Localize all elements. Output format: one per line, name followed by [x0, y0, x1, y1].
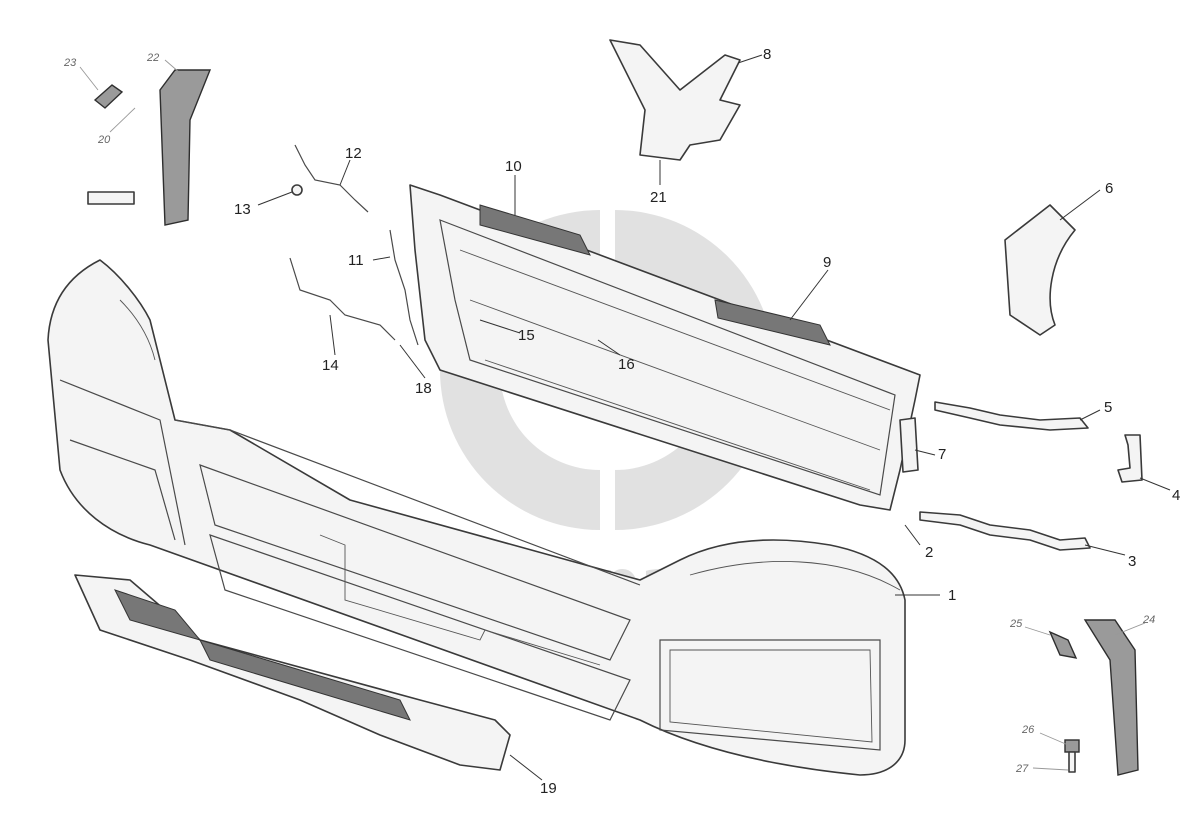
- callout-13: 13: [234, 201, 251, 218]
- callout-19: 19: [540, 780, 557, 797]
- callout-11: 11: [348, 252, 364, 269]
- callout-7: 7: [938, 446, 946, 463]
- callout-24: 24: [1142, 614, 1155, 626]
- callout-23: 23: [63, 57, 77, 69]
- callout-6: 6: [1105, 180, 1113, 197]
- callout-12: 12: [345, 145, 362, 162]
- callout-22: 22: [146, 52, 159, 64]
- callout-15: 15: [518, 327, 535, 344]
- callout-9: 9: [823, 254, 831, 271]
- wire-part-14: [289, 257, 396, 341]
- mesh-insert-part-10: [479, 204, 591, 256]
- callout-1: 1: [948, 587, 956, 604]
- callout-14: 14: [322, 357, 339, 374]
- bracket-part-6: [1004, 204, 1076, 336]
- callout-16: 16: [618, 356, 635, 373]
- callout-25: 25: [1009, 618, 1023, 630]
- clamp-part-left: [87, 191, 135, 205]
- clip-part-4: [1117, 434, 1143, 483]
- bolt-part-26: [1064, 739, 1080, 753]
- wire-part-12: [294, 144, 369, 213]
- clip-part-23: [93, 84, 124, 109]
- callout-2: 2: [925, 544, 933, 561]
- callout-20: 20: [97, 134, 111, 146]
- strip-part-22: [159, 69, 212, 226]
- clip-part-25: [1048, 630, 1078, 659]
- callout-8: 8: [763, 46, 771, 63]
- bolt-part-27: [1068, 751, 1076, 773]
- callout-27: 27: [1015, 763, 1029, 775]
- callout-4: 4: [1172, 487, 1180, 504]
- callout-5: 5: [1104, 399, 1112, 416]
- callout-26: 26: [1021, 724, 1035, 736]
- bracket-part-8: [609, 39, 741, 161]
- mesh-insert-part-9: [714, 299, 831, 346]
- callout-18: 18: [415, 380, 432, 397]
- wire-part-11: [389, 229, 419, 346]
- grille-frame-part: [409, 184, 921, 511]
- bracket-part-3: [919, 511, 1091, 551]
- lower-grille-part: [74, 574, 511, 771]
- clip-part-13: [291, 184, 303, 196]
- front-bumper-part: [47, 259, 906, 776]
- strip-part-24: [1083, 619, 1139, 776]
- callout-3: 3: [1128, 553, 1136, 570]
- clip-part-7: [899, 417, 919, 473]
- callout-10: 10: [505, 158, 522, 175]
- leader-lines: [79, 54, 1171, 781]
- bracket-part-5: [934, 401, 1089, 431]
- callout-21: 21: [650, 189, 667, 206]
